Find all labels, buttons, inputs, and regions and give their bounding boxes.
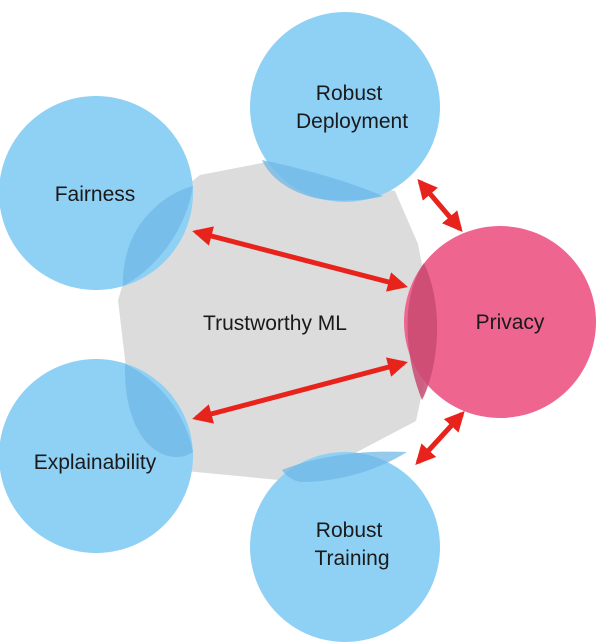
overlap-training-center <box>282 451 407 482</box>
robust-deployment-label-line-1: Robust <box>316 82 383 105</box>
robust-training-circle <box>250 452 440 642</box>
fairness-label: Fairness <box>55 183 136 206</box>
robust-training-label-line-2: Training <box>314 547 389 570</box>
privacy-label: Privacy <box>476 311 545 334</box>
arrow-fairness-privacy <box>192 226 408 292</box>
robust-deployment-circle <box>250 12 440 202</box>
overlap-fairness-center <box>122 186 193 286</box>
node-circles <box>0 12 596 642</box>
overlap-tints <box>122 160 438 482</box>
arrow-explainability-privacy <box>192 357 408 424</box>
center-label: Trustworthy ML <box>203 312 347 335</box>
privacy-circle <box>404 226 596 418</box>
explainability-label: Explainability <box>34 451 157 474</box>
arrows <box>192 178 465 465</box>
arrow-deployment-privacy <box>417 178 463 233</box>
overlap-deployment-center <box>262 160 383 201</box>
overlap-explainability-center <box>124 364 193 458</box>
robust-deployment-label: Robust Deployment <box>296 82 408 133</box>
robust-deployment-label-line-2: Deployment <box>296 110 408 133</box>
robust-training-label-line-1: Robust <box>316 519 383 542</box>
robust-training-label: Robust Training <box>314 519 389 570</box>
arrow-training-privacy <box>415 411 465 465</box>
overlap-privacy-center <box>407 263 438 400</box>
